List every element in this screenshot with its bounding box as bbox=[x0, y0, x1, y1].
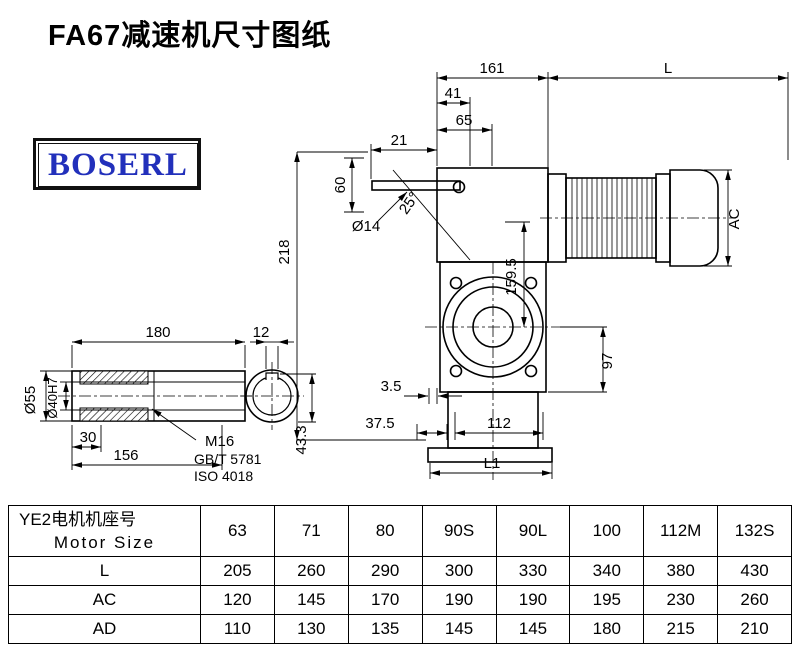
dimension-labels: 161 L 41 65 21 60 Ø14 218 25° 159.5 AC 9… bbox=[22, 60, 743, 484]
value-cell: 380 bbox=[643, 556, 719, 586]
value-cell: 215 bbox=[643, 614, 719, 644]
extension-lines bbox=[40, 72, 789, 479]
size-cell: 63 bbox=[200, 505, 275, 557]
value-cell: 195 bbox=[569, 585, 645, 615]
callout-iso4018: ISO 4018 bbox=[194, 468, 253, 484]
dim-37-5: 37.5 bbox=[365, 415, 394, 432]
size-cell: 90L bbox=[495, 505, 571, 557]
value-cell: 145 bbox=[273, 585, 349, 615]
technical-drawing: 161 L 41 65 21 60 Ø14 218 25° 159.5 AC 9… bbox=[22, 60, 789, 484]
boserl-logo-frame: BOSERL bbox=[38, 143, 198, 187]
value-cell: 180 bbox=[569, 614, 645, 644]
header-cn: YE2电机机座号 bbox=[19, 510, 137, 530]
m16-leader bbox=[151, 408, 197, 441]
callout-gbt5781: GB/T 5781 bbox=[194, 451, 262, 467]
value-cell: 130 bbox=[273, 614, 349, 644]
dim-180: 180 bbox=[145, 324, 170, 341]
table-row-AD: AD 110 130 135 145 145 180 215 210 bbox=[8, 614, 792, 644]
dim-97: 97 bbox=[599, 353, 616, 370]
dim-L: L bbox=[664, 60, 672, 77]
value-cell: 145 bbox=[421, 614, 497, 644]
value-cell: 340 bbox=[569, 556, 645, 586]
table-row-L: L 205 260 290 300 330 340 380 430 bbox=[8, 556, 792, 586]
dim-30: 30 bbox=[80, 429, 97, 446]
page-title: FA67减速机尺寸图纸 bbox=[48, 20, 332, 52]
value-cell: 230 bbox=[643, 585, 719, 615]
dim-21: 21 bbox=[391, 132, 408, 149]
size-cell: 90S bbox=[421, 505, 497, 557]
dim-60: 60 bbox=[332, 177, 349, 194]
value-cell: 260 bbox=[273, 556, 349, 586]
value-cell: 110 bbox=[200, 614, 275, 644]
value-cell: 330 bbox=[495, 556, 571, 586]
table-header-row: YE2电机机座号 Motor Size 63 71 80 90S 90L 100… bbox=[8, 505, 792, 557]
value-cell: 135 bbox=[347, 614, 423, 644]
dim-159-5: 159.5 bbox=[503, 258, 520, 296]
dim-angle-25: 25° bbox=[396, 189, 423, 217]
size-cell: 80 bbox=[347, 505, 423, 557]
value-cell: 260 bbox=[717, 585, 792, 615]
dim-156: 156 bbox=[113, 447, 138, 464]
dim-3-5: 3.5 bbox=[381, 378, 402, 395]
dimension-lines bbox=[43, 75, 788, 476]
angle-25-line bbox=[392, 169, 471, 261]
value-cell: 120 bbox=[200, 585, 275, 615]
value-cell: 190 bbox=[421, 585, 497, 615]
value-cell: 205 bbox=[200, 556, 275, 586]
dim-43-3: 43.3 bbox=[293, 425, 310, 454]
gearbox-outline bbox=[371, 167, 553, 463]
value-cell: 210 bbox=[717, 614, 792, 644]
value-cell: 145 bbox=[495, 614, 571, 644]
dim-65: 65 bbox=[456, 112, 473, 129]
table-row-AC: AC 120 145 170 190 190 195 230 260 bbox=[8, 585, 792, 615]
dim-218: 218 bbox=[276, 239, 293, 264]
size-cell: 112M bbox=[643, 505, 719, 557]
dim-161: 161 bbox=[479, 60, 504, 77]
dim-dia14: Ø14 bbox=[352, 218, 380, 235]
callout-m16: M16 bbox=[205, 433, 234, 450]
value-cell: 190 bbox=[495, 585, 571, 615]
header-en: Motor Size bbox=[53, 532, 156, 552]
value-cell: 170 bbox=[347, 585, 423, 615]
dim-41: 41 bbox=[445, 85, 462, 102]
value-cell: 430 bbox=[717, 556, 792, 586]
dia14-leader bbox=[377, 191, 408, 222]
dim-dia40h7: Ø40H7 bbox=[45, 377, 60, 418]
row-label: AD bbox=[8, 614, 201, 644]
dim-L1: L1 bbox=[484, 455, 501, 472]
value-cell: 300 bbox=[421, 556, 497, 586]
value-cell: 290 bbox=[347, 556, 423, 586]
size-cell: 100 bbox=[569, 505, 645, 557]
centerlines bbox=[58, 217, 736, 480]
dim-112: 112 bbox=[487, 415, 511, 432]
dim-12: 12 bbox=[253, 324, 270, 341]
size-cell: 132S bbox=[717, 505, 792, 557]
dim-AC: AC bbox=[726, 208, 743, 229]
input-rod bbox=[371, 180, 461, 191]
motor-size-header-cell: YE2电机机座号 Motor Size bbox=[8, 505, 201, 557]
size-cell: 71 bbox=[273, 505, 349, 557]
logo-text: BOSERL bbox=[48, 146, 188, 183]
row-label: AC bbox=[8, 585, 201, 615]
boserl-logo-box: BOSERL bbox=[33, 138, 201, 190]
row-label: L bbox=[8, 556, 201, 586]
dim-dia55: Ø55 bbox=[22, 386, 39, 414]
dimension-table: YE2电机机座号 Motor Size 63 71 80 90S 90L 100… bbox=[8, 505, 792, 644]
